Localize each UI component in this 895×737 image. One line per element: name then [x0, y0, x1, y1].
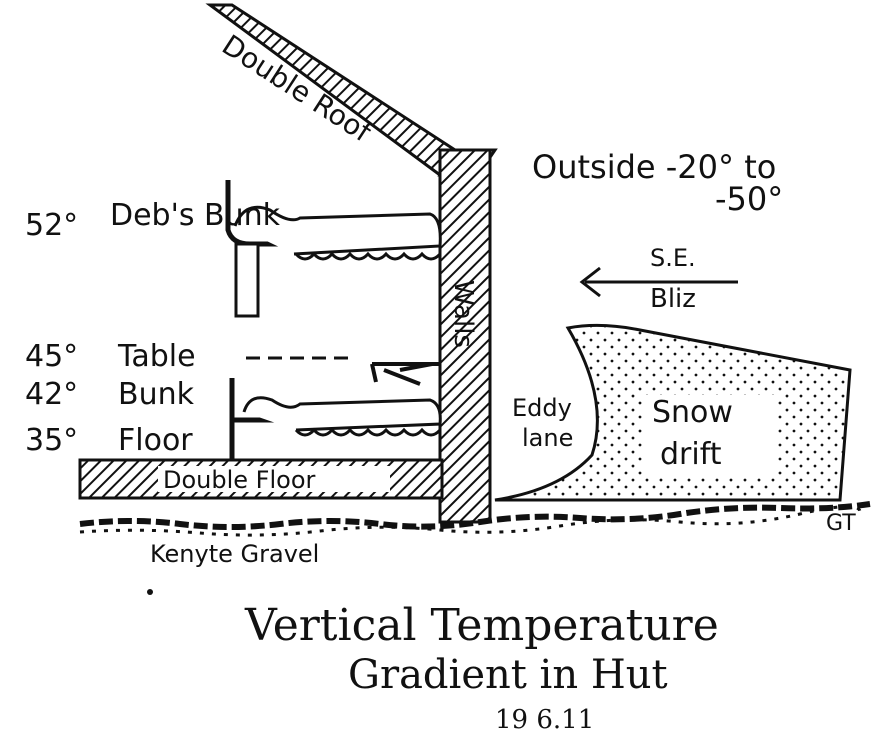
level-label-table: Table [117, 339, 196, 374]
signature: GT [826, 511, 856, 536]
level-label-floor: Floor [118, 423, 193, 458]
outside-temp-line1: Outside -20° to [532, 148, 776, 186]
level-temp-floor: 35° [25, 423, 78, 458]
caption-line2: Gradient in Hut [348, 652, 668, 698]
level-temp-bunk: 42° [25, 377, 78, 412]
level-temp-deb-bunk: 52° [25, 208, 78, 243]
upper-bunk-blanket-fringe [294, 251, 442, 261]
eddy-line1: Eddy [512, 394, 572, 422]
level-label-bunk: Bunk [118, 377, 195, 412]
level-label-deb-bunk: Deb's Bunk [110, 198, 281, 233]
eddy-line2: lane [522, 424, 573, 452]
outside-temp-line2: -50° [715, 180, 783, 218]
caption-line1: Vertical Temperature [244, 600, 719, 651]
level-temp-table: 45° [25, 339, 78, 374]
double-roof [205, 3, 458, 178]
snowdrift-line2: drift [660, 437, 722, 472]
upper-bunk-bedding [233, 205, 442, 256]
caption-date: 19 6.11 [495, 705, 594, 735]
lower-bunk-blanket-fringe [294, 427, 442, 437]
upper-bunk-leg [234, 242, 260, 318]
wind-label: Bliz [650, 284, 696, 314]
gravel-label: Kenyte Gravel [150, 540, 319, 568]
table-top [370, 362, 440, 386]
wind-arrow-icon [579, 266, 601, 298]
snowdrift-line1: Snow [652, 395, 733, 430]
ink-dot [147, 589, 153, 595]
snowdrift-label-backing [645, 395, 775, 475]
floor-label: Double Floor [163, 466, 316, 494]
gravel-ground [79, 501, 871, 530]
floor-label-backing [158, 466, 390, 492]
walls-label: Walls [448, 280, 478, 348]
lower-bunk-bedding [242, 396, 442, 432]
wind-direction: S.E. [650, 244, 696, 272]
